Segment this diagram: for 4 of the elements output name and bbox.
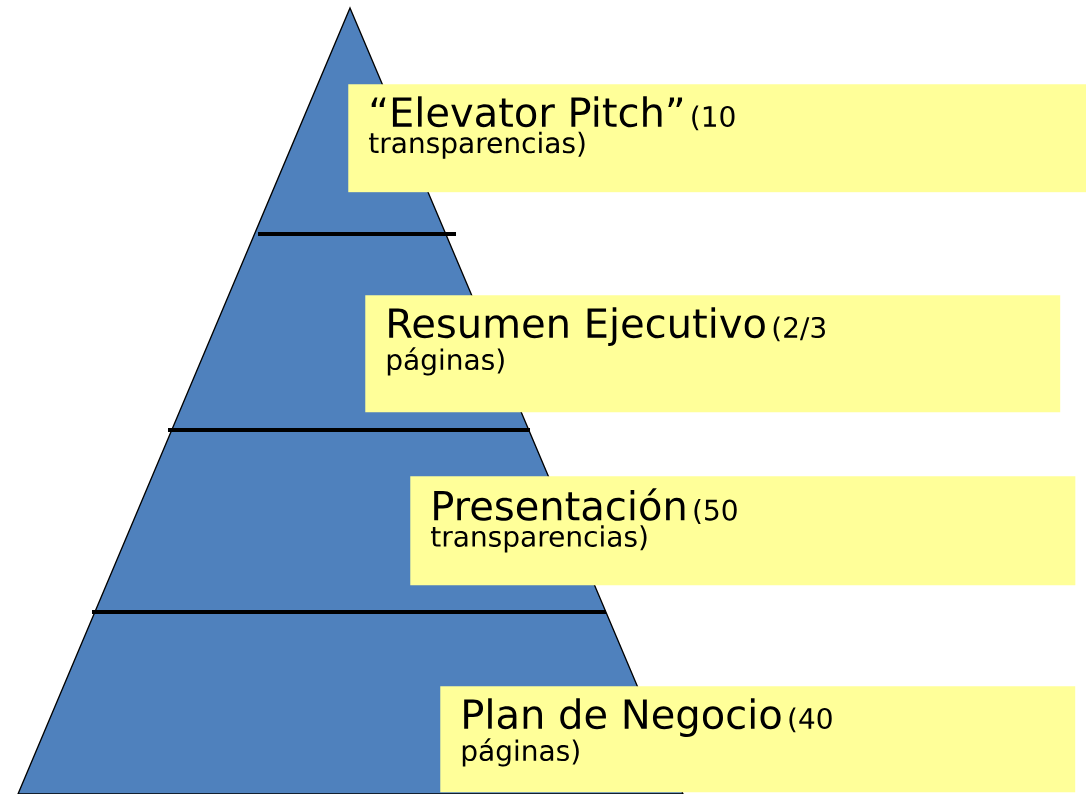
- label-box: “Elevator Pitch” (10 transparencias): [348, 84, 1086, 193]
- label-box: Resumen Ejecutivo (2/3 páginas): [365, 295, 1061, 413]
- label-box: Plan de Negocio (40 páginas): [440, 686, 1076, 793]
- label-box: Presentación (50 transparencias): [410, 476, 1076, 586]
